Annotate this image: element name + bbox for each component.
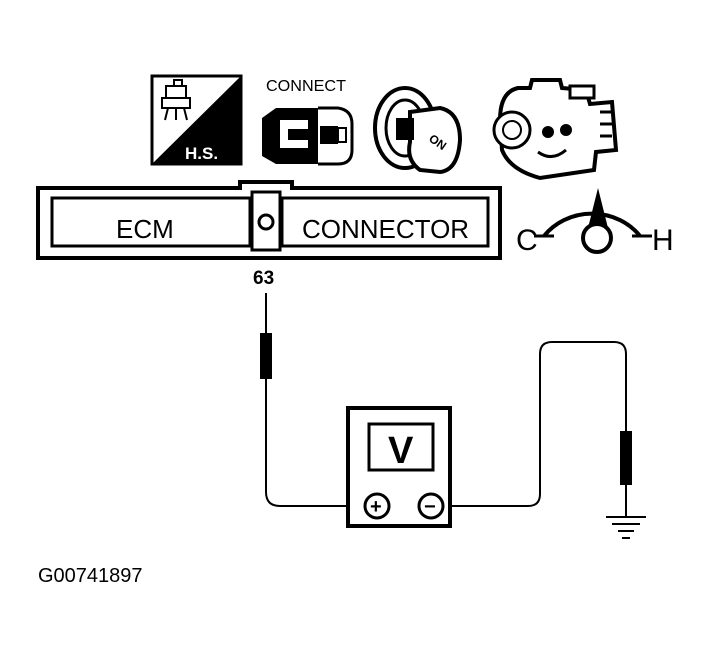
hood-switch-icon: H.S. — [150, 74, 243, 166]
connect-label: CONNECT — [266, 78, 346, 95]
gauge-hot-label: H — [652, 224, 674, 257]
terminal-number: 63 — [253, 268, 274, 289]
temperature-gauge: C H — [516, 188, 674, 257]
gauge-cold-label: C — [516, 224, 538, 257]
hood-switch-label: H.S. — [185, 144, 218, 163]
voltmeter-unit-label: V — [388, 430, 414, 472]
connector-label: CONNECTOR — [302, 214, 469, 244]
positive-probe — [260, 333, 272, 379]
ecm-label: ECM — [116, 214, 174, 244]
ecm-connector: ECM CONNECTOR — [36, 180, 502, 260]
terminal-63-pin — [257, 213, 275, 231]
positive-symbol: + — [370, 496, 382, 518]
ignition-key-icon: ON — [373, 86, 463, 175]
ground-symbol — [606, 516, 646, 539]
connect-icon: CONNECT — [262, 78, 354, 166]
voltmeter: V + − — [346, 406, 452, 528]
positive-terminal — [363, 492, 391, 520]
connector-plug-icon — [262, 106, 354, 166]
gauge-hub — [581, 222, 613, 254]
figure-id: G00741897 — [38, 565, 143, 587]
engine-running-icon — [492, 78, 619, 181]
voltmeter-display — [367, 422, 435, 472]
test-lead-wiring — [265, 293, 627, 516]
negative-symbol: − — [424, 496, 436, 518]
negative-terminal — [417, 492, 445, 520]
negative-probe — [620, 431, 632, 485]
